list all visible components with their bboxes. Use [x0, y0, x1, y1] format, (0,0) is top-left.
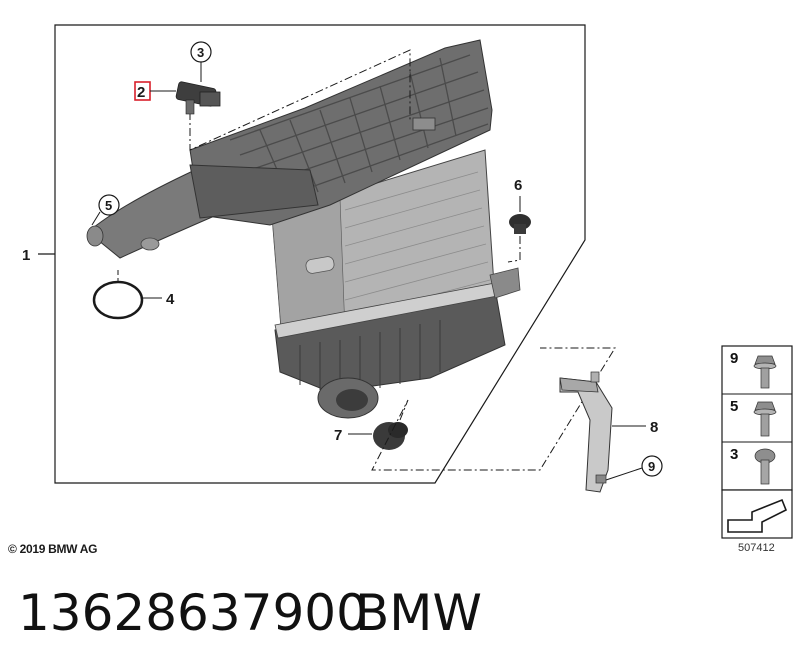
callout-7: 7 [334, 427, 342, 444]
manifold-flange [189, 164, 319, 219]
callout-9-circle [641, 455, 663, 477]
callout-5-circle [98, 194, 120, 216]
screw-with-washer-icon [753, 401, 777, 437]
left-fitting [86, 225, 104, 247]
brand-name: BMW [355, 584, 482, 642]
intercooler-illustration [271, 149, 521, 419]
grommet-7-guide [371, 347, 616, 471]
pressure-sensor-illustration [175, 81, 221, 115]
callout-9: 9 [648, 459, 655, 474]
intake-manifold-illustration [86, 39, 493, 259]
outlet-pipe-opening [336, 389, 368, 411]
callout-8: 8 [650, 419, 658, 436]
copyright-notice: © 2019 BMW AG [8, 542, 98, 556]
coolant-nipple [305, 256, 335, 274]
leader-5 [91, 211, 101, 226]
torx-screw-icon [754, 448, 776, 485]
left-nipple [140, 237, 160, 251]
diagram-id: 507412 [738, 542, 775, 554]
o-ring [92, 280, 144, 320]
fastener-panel [721, 345, 793, 539]
leader-9 [605, 467, 643, 481]
callout-3: 3 [197, 45, 204, 60]
sensor-boss [412, 117, 436, 131]
fastener-number: 9 [730, 350, 739, 367]
callout-5: 5 [105, 198, 112, 213]
grommet-6-illustration [509, 214, 531, 234]
fastener-number: 3 [730, 446, 739, 463]
lower-housing-ribs [299, 320, 441, 392]
fastener-number: 5 [730, 398, 739, 415]
pointer-arrow-icon [727, 498, 788, 533]
right-mount-bracket [489, 267, 521, 299]
callout-1: 1 [22, 247, 30, 264]
screw-with-washer-icon [753, 355, 777, 389]
callout-2: 2 [137, 84, 145, 101]
grommet-7-illustration [373, 422, 408, 450]
manifold-grid [229, 54, 489, 201]
sensor-guide-line [189, 49, 411, 151]
callout-6: 6 [514, 177, 522, 194]
grommet-6-guide [507, 236, 521, 263]
assembly-boundary [54, 24, 586, 484]
callout-4: 4 [166, 291, 175, 308]
bracket-illustration [559, 371, 613, 493]
part-number: 13628637900 [18, 584, 368, 642]
